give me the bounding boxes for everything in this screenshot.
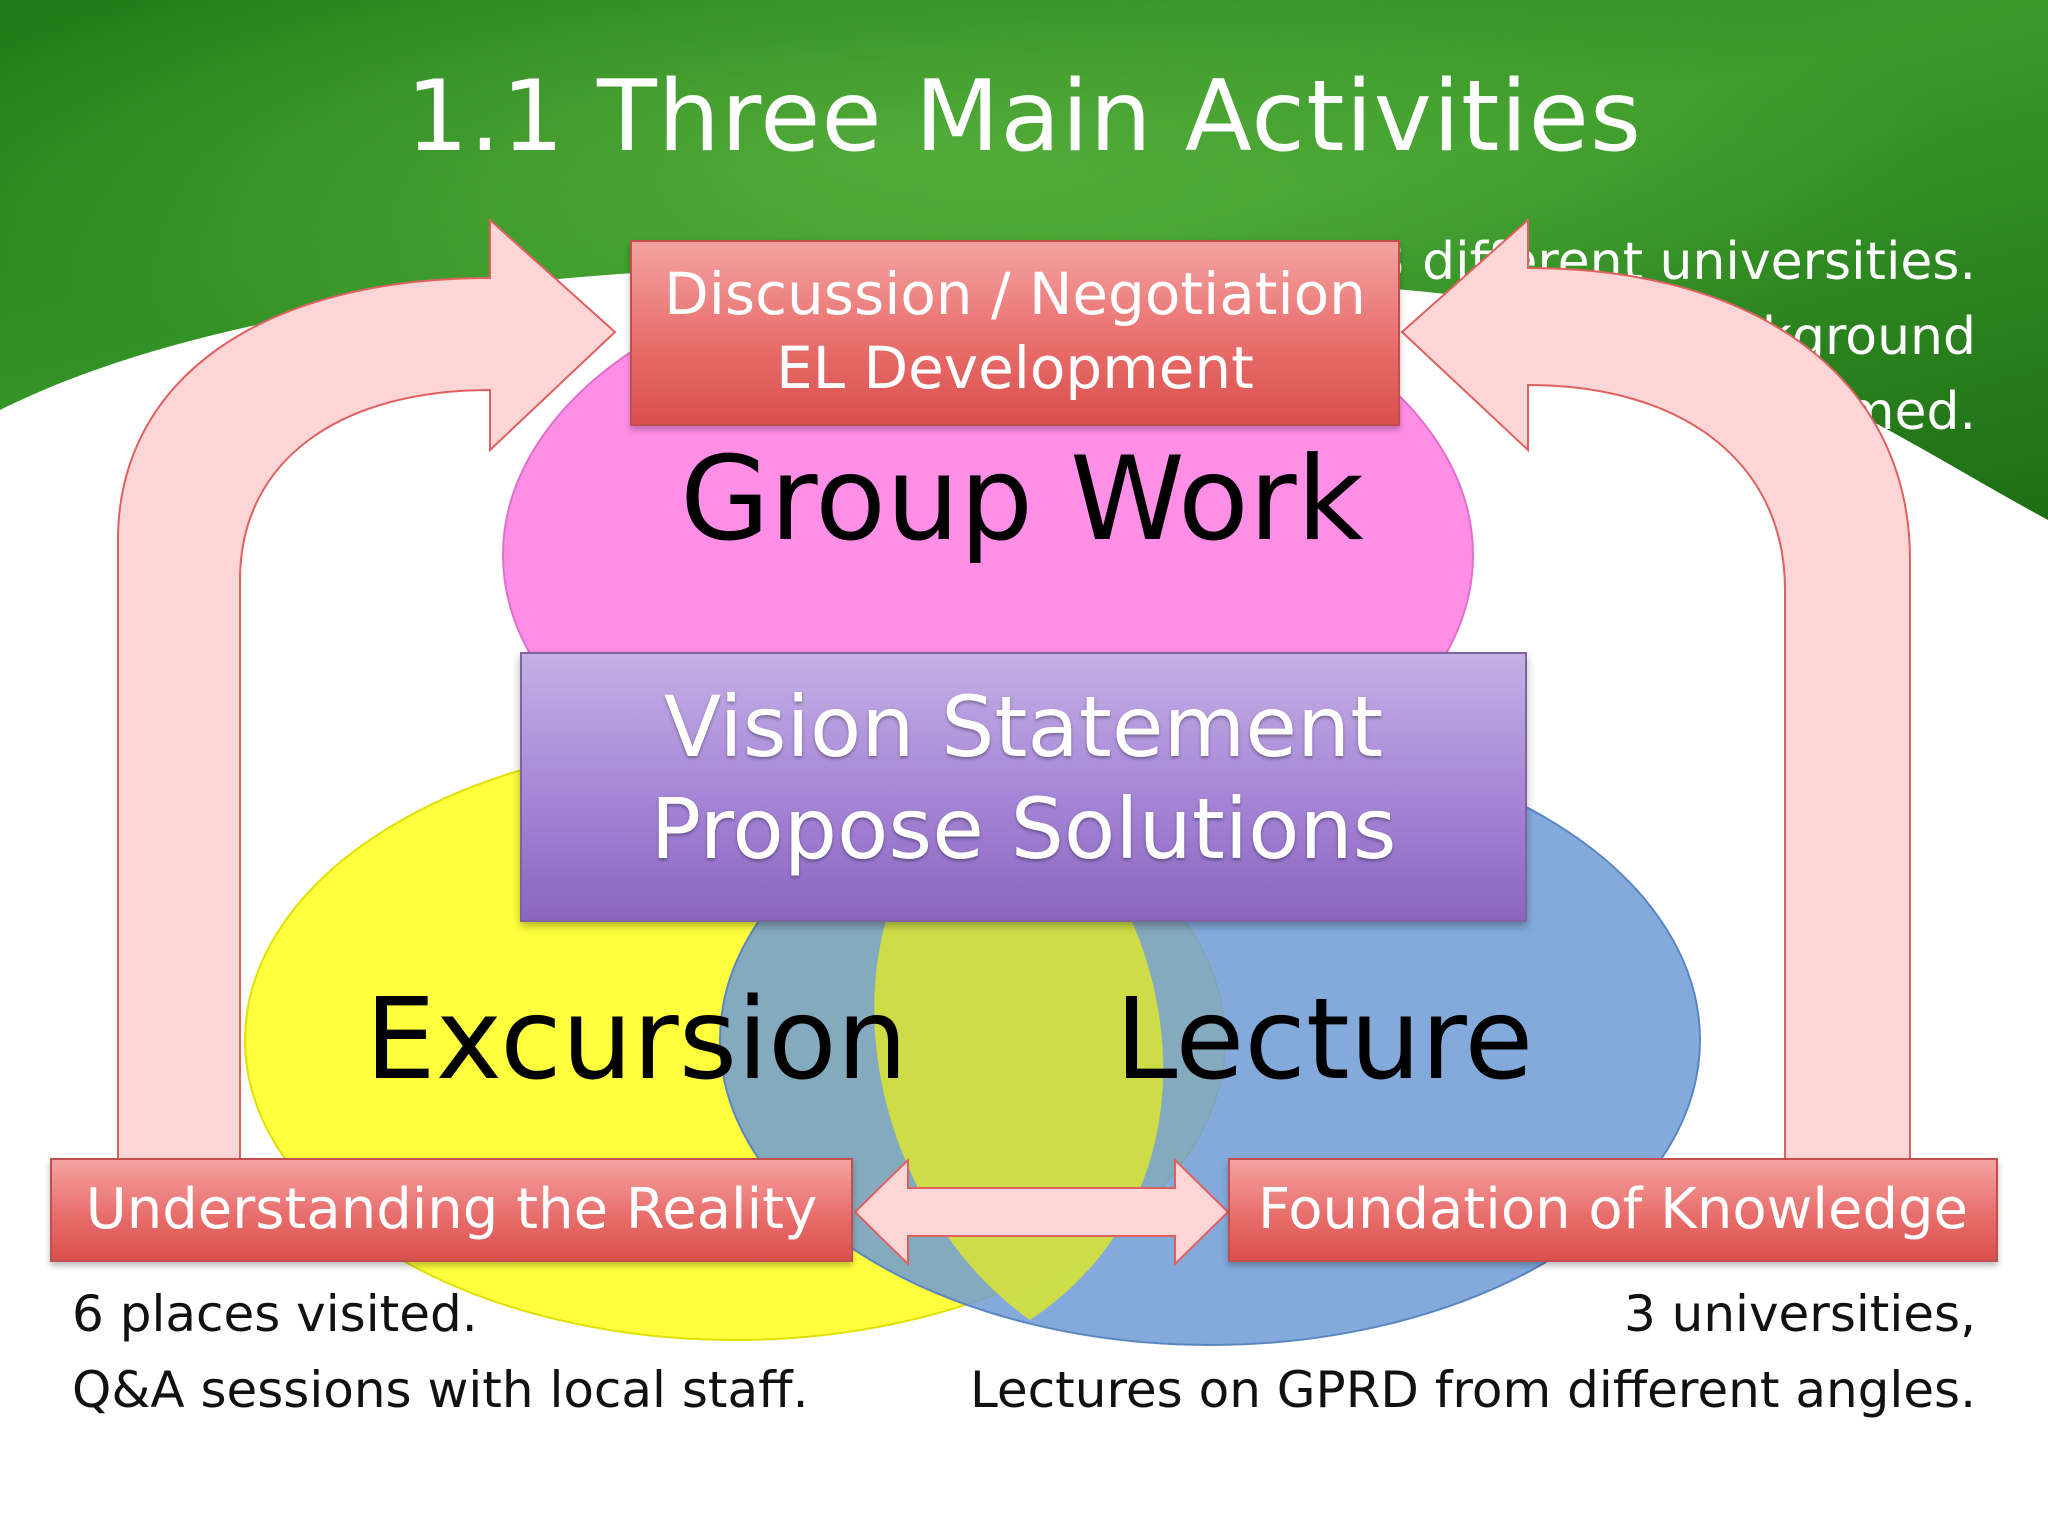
double-arrow bbox=[853, 1157, 1230, 1267]
left-curved-arrow bbox=[117, 217, 617, 1161]
right-caption-1: 3 universities, bbox=[1623, 1285, 1976, 1343]
foundation-label: Foundation of Knowledge bbox=[1257, 1177, 1968, 1242]
lecture-label: Lecture bbox=[1115, 975, 1534, 1105]
understanding-label: Understanding the Reality bbox=[85, 1177, 818, 1242]
group-work-label: Group Work bbox=[680, 432, 1364, 567]
left-caption-1: 6 places visited. bbox=[72, 1285, 478, 1343]
right-curved-arrow bbox=[1400, 217, 1911, 1161]
el-development-line: EL Development bbox=[776, 334, 1254, 402]
excursion-label: Excursion bbox=[365, 975, 908, 1105]
left-caption-2: Q&A sessions with local staff. bbox=[72, 1361, 809, 1419]
vision-statement-line: Vision Statement bbox=[663, 678, 1384, 776]
right-caption-2: Lectures on GPRD from different angles. bbox=[969, 1361, 1976, 1419]
discussion-line: Discussion / Negotiation bbox=[664, 260, 1366, 328]
slide-title: 1.1 Three Main Activities bbox=[405, 60, 1643, 174]
propose-solutions-line: Propose Solutions bbox=[650, 780, 1397, 878]
vision-box: Vision Statement Propose Solutions bbox=[520, 652, 1527, 922]
foundation-box: Foundation of Knowledge bbox=[1228, 1158, 1998, 1262]
understanding-box: Understanding the Reality bbox=[50, 1158, 853, 1262]
discussion-box: Discussion / Negotiation EL Development bbox=[630, 240, 1400, 426]
